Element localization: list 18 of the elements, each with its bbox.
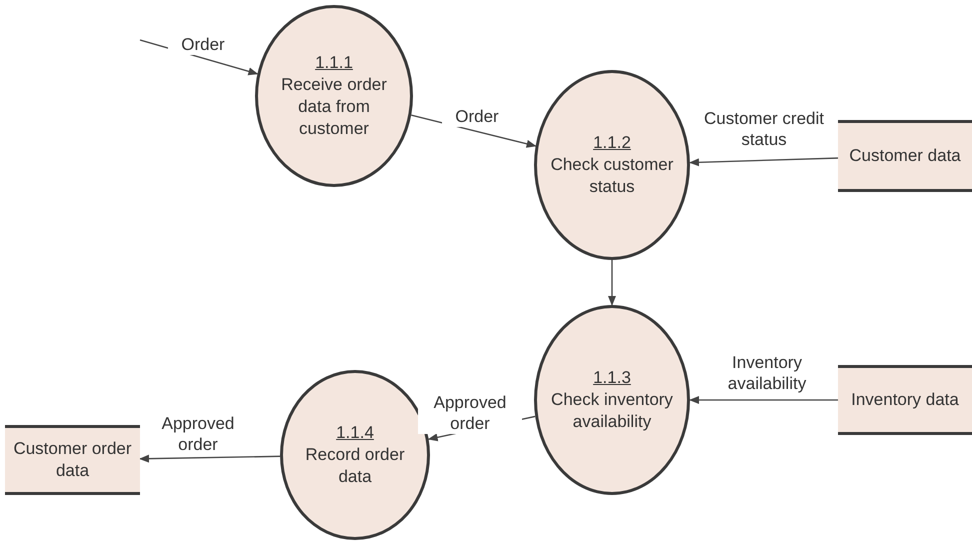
data-store [838,365,972,435]
process-number: 1.1.3 [593,367,631,389]
store-name: Customer data [849,145,961,167]
arrow [688,157,838,166]
process-number: 1.1.4 [336,422,374,444]
data-store [838,120,972,192]
process-name: Check inventory availability [550,389,674,433]
arrow [689,396,838,404]
process-name: Check customer status [550,154,674,198]
process-number: 1.1.1 [315,52,353,74]
process-number: 1.1.2 [593,132,631,154]
process-name: Receive order data from customer [280,74,388,140]
store-name: Inventory data [851,389,959,411]
process-name: Record order data [304,444,406,488]
arrow [139,454,280,463]
arrow [608,260,616,306]
store-name: Customer order data [13,438,132,482]
data-store [5,425,140,495]
